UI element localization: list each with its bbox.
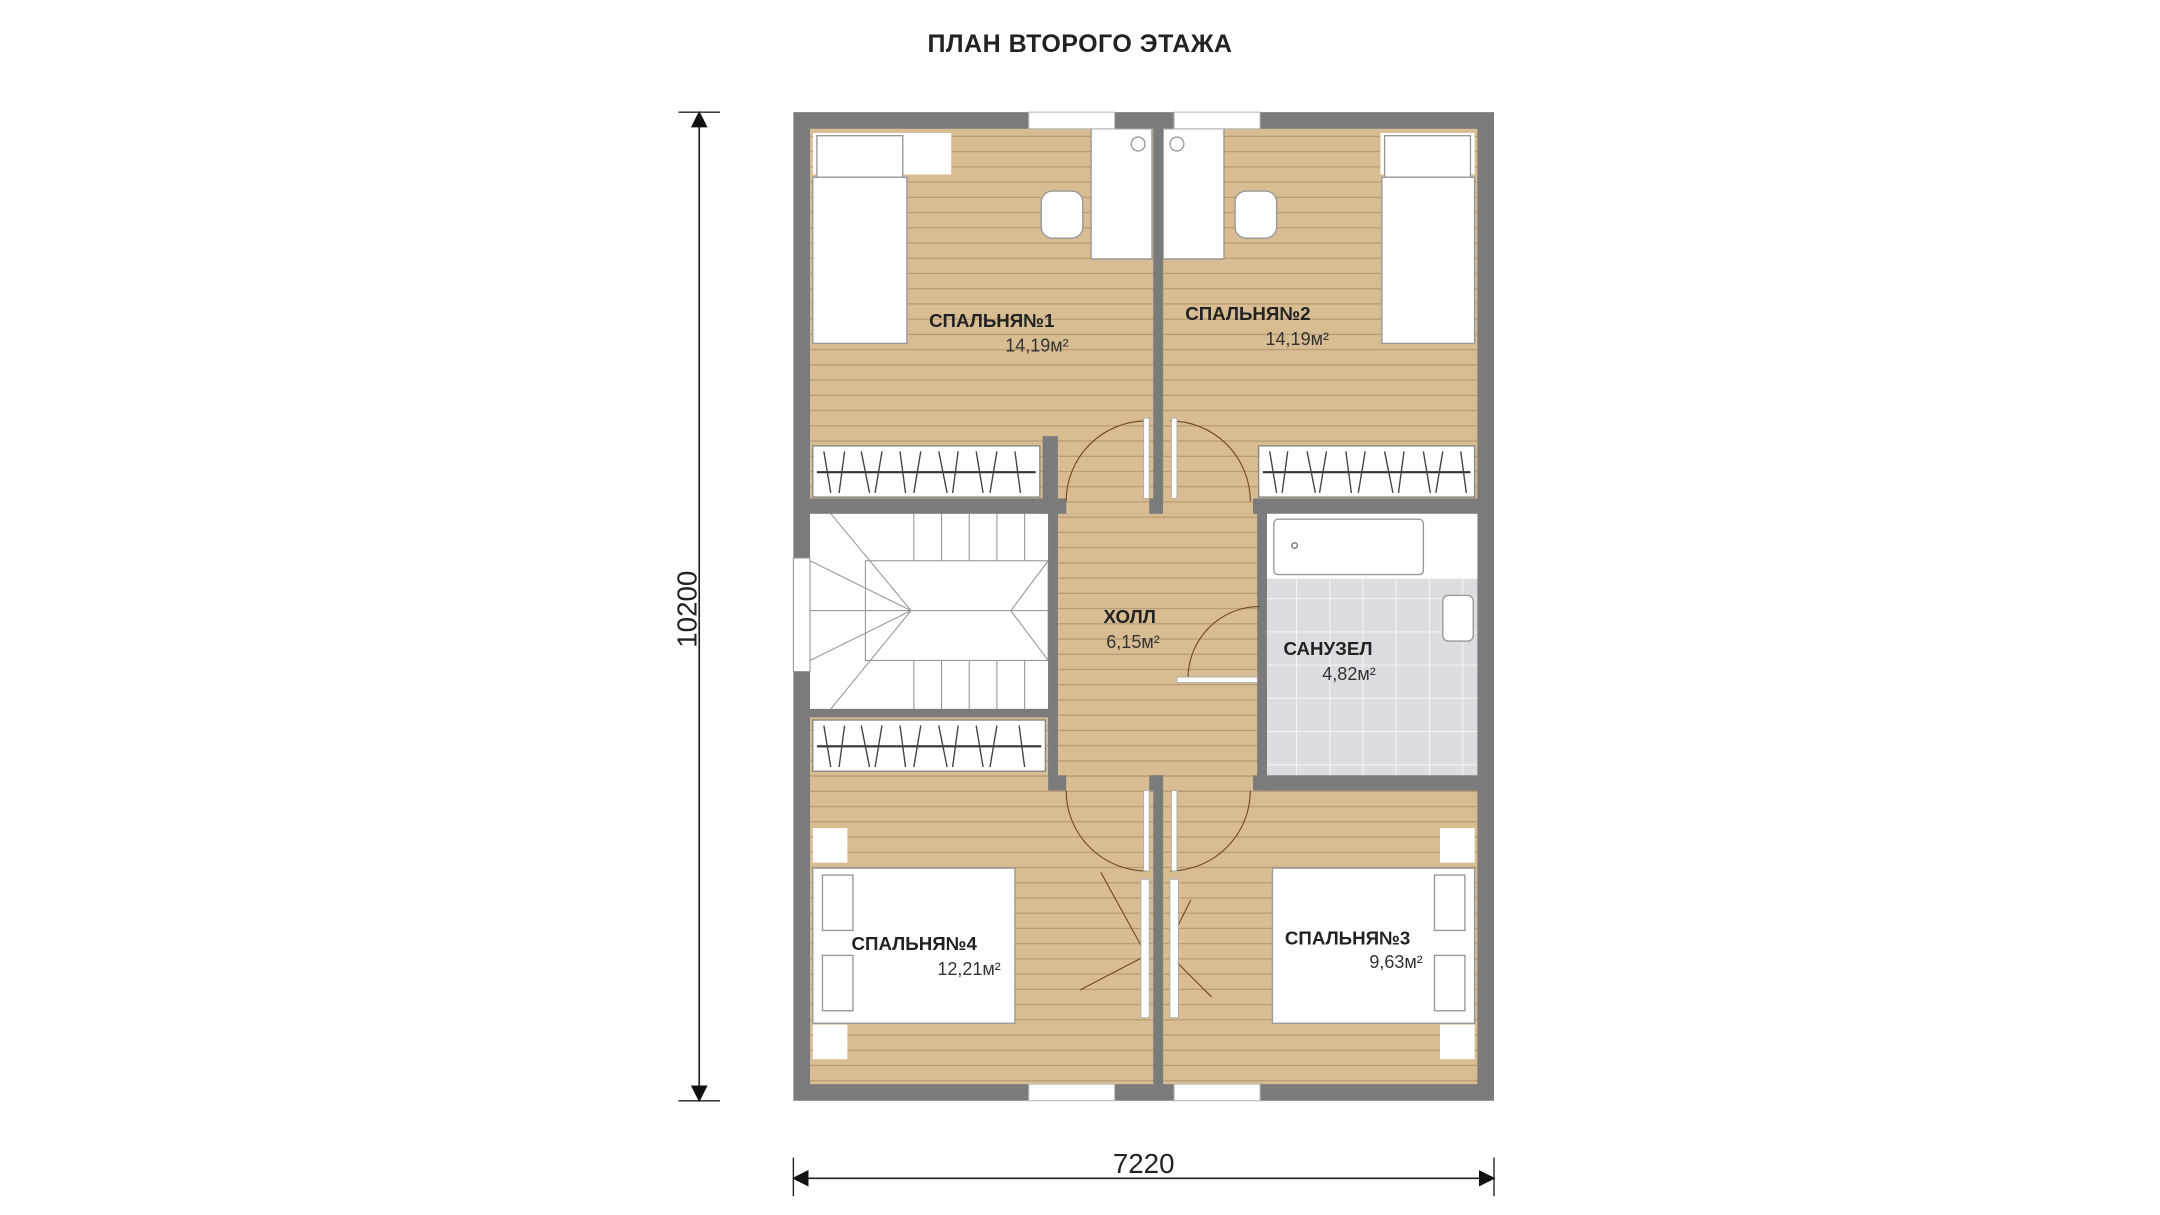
room-area: 12,21м²: [937, 959, 1000, 979]
height-dimension: 10200: [671, 571, 702, 648]
room-name: САНУЗЕЛ: [1284, 638, 1373, 659]
room-name: СПАЛЬНЯ№3: [1285, 927, 1410, 948]
dimension-vertical: 10200: [671, 110, 720, 1103]
stairs-icon: [792, 513, 1049, 710]
staircase: [810, 513, 1049, 709]
room-area: 4,82м²: [1322, 664, 1375, 684]
door-icon: [1065, 420, 1261, 998]
room-name: СПАЛЬНЯ№1: [929, 310, 1054, 331]
interior-walls: [810, 128, 1478, 1085]
width-dimension: 7220: [1113, 1148, 1175, 1179]
room-area: 14,19м²: [1005, 336, 1068, 356]
hall-floor: [1057, 513, 1258, 776]
room-name: СПАЛЬНЯ№2: [1185, 303, 1310, 324]
room-area: 6,15м²: [1106, 632, 1159, 652]
window-icon: [1028, 111, 1261, 1102]
room-area: 9,63м²: [1369, 952, 1422, 972]
wardrobe-icon: [812, 445, 1476, 772]
dimension-horizontal: 7220: [791, 1148, 1496, 1197]
sink: [1442, 594, 1474, 642]
bathtub: [1273, 518, 1425, 576]
room-name: ХОЛЛ: [1104, 606, 1156, 627]
bed-icon: [812, 132, 1476, 1060]
room-name: СПАЛЬНЯ№4: [852, 933, 978, 954]
plan-title: ПЛАН ВТОРОГО ЭТАЖА: [927, 30, 1233, 58]
room-area: 14,19м²: [1266, 329, 1329, 349]
